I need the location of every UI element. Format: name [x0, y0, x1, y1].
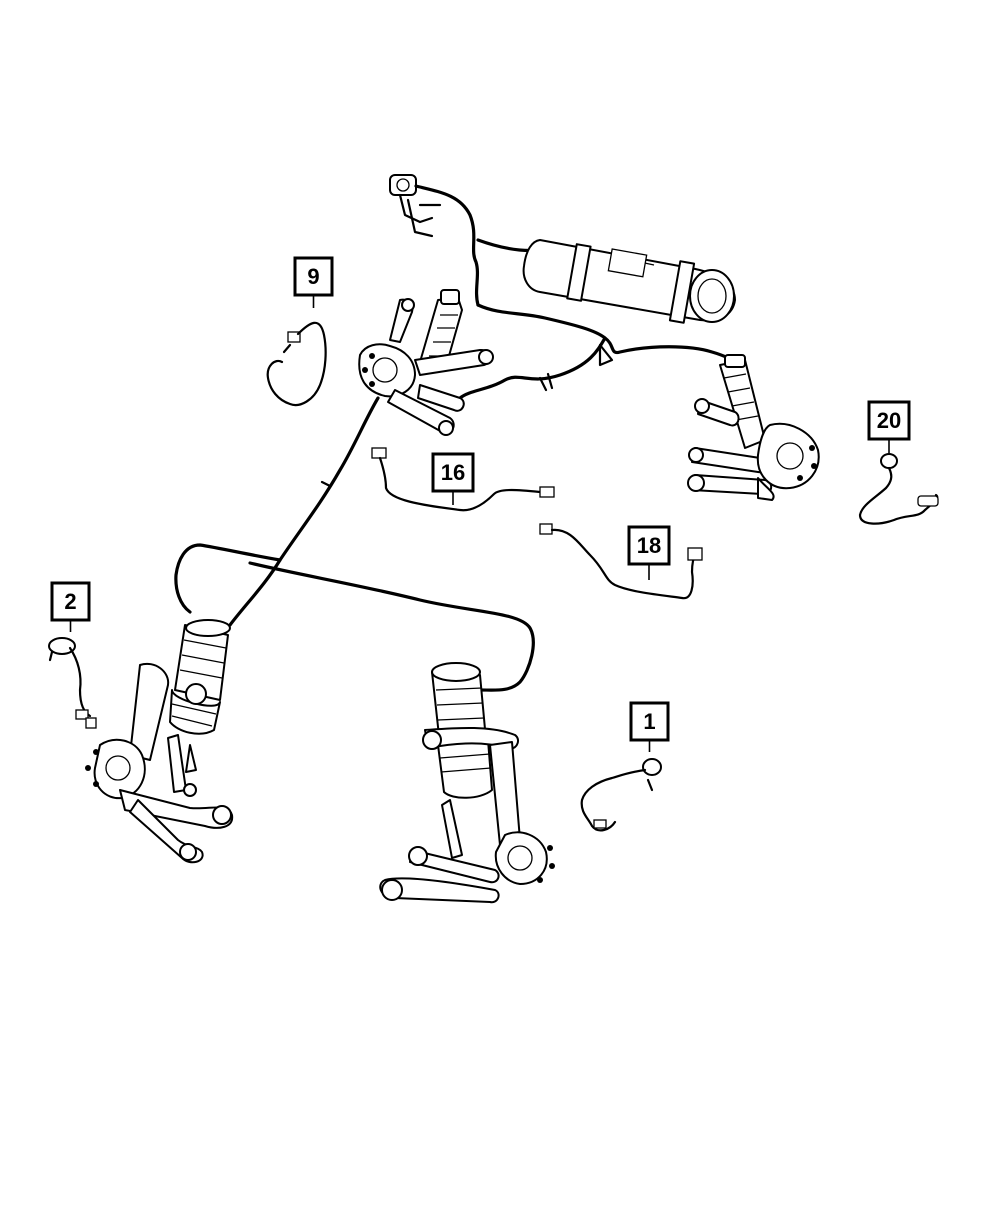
callout-20: 20 — [867, 400, 911, 453]
sensor-part-16 — [371, 447, 555, 512]
harness-top-connector — [389, 174, 442, 238]
air-tank — [522, 239, 736, 324]
front-right-suspension — [379, 662, 555, 904]
sensor-part-9 — [266, 321, 327, 407]
sensor-part-1 — [580, 758, 662, 832]
callout-16-label: 16 — [441, 460, 465, 485]
callout-9: 9 — [293, 256, 334, 308]
callout-1-label: 1 — [643, 709, 655, 734]
callout-1: 1 — [629, 701, 670, 752]
callout-2-label: 2 — [64, 589, 76, 614]
front-left-suspension — [85, 619, 234, 864]
sensor-part-20 — [858, 453, 939, 525]
rear-right-suspension — [687, 354, 820, 501]
callout-20-label: 20 — [877, 408, 901, 433]
callout-18: 18 — [627, 525, 671, 580]
callout-18-label: 18 — [637, 533, 661, 558]
callout-16: 16 — [431, 452, 475, 505]
callout-9-label: 9 — [307, 264, 319, 289]
sensor-part-2 — [48, 637, 97, 729]
sensor-part-18 — [539, 523, 703, 600]
callout-2: 2 — [50, 581, 91, 632]
main-harness — [174, 174, 740, 692]
rear-left-suspension — [358, 289, 494, 436]
